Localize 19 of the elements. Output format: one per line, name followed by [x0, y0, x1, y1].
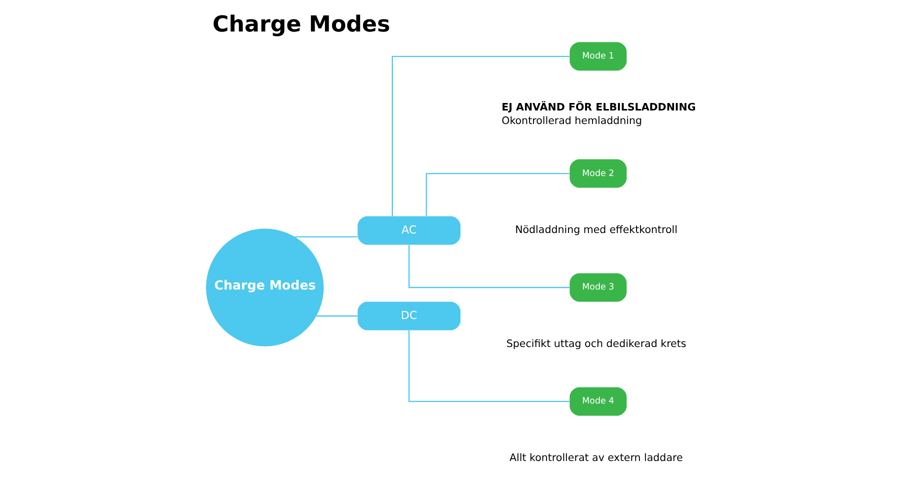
node-box: Mode 1 [569, 42, 626, 71]
connector [408, 330, 570, 402]
connector [391, 56, 570, 216]
node-label: Allt kontrollerat av extern laddare [509, 452, 682, 464]
connector [294, 236, 357, 238]
diagram-title: Charge Modes [212, 11, 390, 38]
connector [408, 244, 570, 288]
node-circle: Charge Modes [206, 228, 324, 346]
connector [425, 172, 569, 216]
node-box: AC [357, 216, 460, 245]
node-box: Mode 2 [569, 159, 626, 188]
node-label: Nödladdning med effektkontroll [514, 224, 678, 236]
node-box: DC [357, 302, 460, 330]
node-label: EJ ANVÄND FÖR ELBILSLADDNING [501, 102, 696, 114]
node-box: Mode 3 [569, 273, 626, 302]
node-label: Okontrollerad hemladdning [501, 115, 642, 128]
node-label: Specifikt uttag och dedikerad krets [506, 338, 686, 350]
connector [316, 315, 357, 317]
node-box: Mode 4 [569, 387, 626, 416]
